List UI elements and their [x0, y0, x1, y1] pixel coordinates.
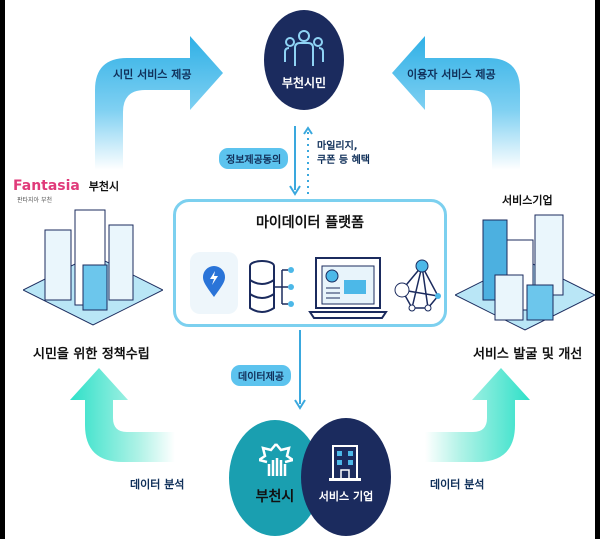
office-building-icon: [329, 445, 361, 481]
consent-pill: 정보제공동의: [219, 148, 289, 169]
service-company-circle-label: 서비스 기업: [318, 490, 374, 503]
left-city-caption: 시민을 위한 정책수립: [33, 347, 150, 362]
benefit-arrowhead: [303, 126, 313, 135]
benefit-line-2: 쿠폰 등 혜택: [317, 155, 370, 166]
bucheon-circle: 부천시: [229, 420, 321, 536]
left-city-name: 부천시: [88, 180, 120, 193]
platform-title: 마이데이터 플랫폼: [256, 215, 364, 231]
network-graph-icon: [394, 259, 441, 312]
flow-arrows: [70, 36, 530, 462]
data-provide-pill: 데이터제공: [231, 365, 291, 386]
data-provide-arrowhead: [294, 399, 306, 410]
location-bolt-app-icon: [203, 266, 225, 297]
laptop-profile-icon: [308, 257, 388, 319]
right-city-name: 서비스기업: [502, 194, 553, 207]
people-group-icon: [284, 30, 324, 66]
city-buildings-left-icon: [23, 209, 163, 326]
database-icon: [249, 260, 294, 313]
diagram-canvas: 시민 서비스 제공 이용자 서비스 제공 데이터 분석 데이터 분석 부천시민 …: [5, 0, 595, 539]
left-bottom-arrow-label: 데이터 분석: [130, 478, 185, 491]
bucheon-circle-label: 부천시: [255, 489, 295, 505]
app-tile: [190, 252, 238, 314]
right-top-arrow-label: 이용자 서비스 제공: [407, 68, 496, 81]
fantasia-logo-text: Fantasia: [13, 178, 80, 194]
right-city-caption: 서비스 발굴 및 개선: [473, 347, 583, 362]
citizen-label: 부천시민: [281, 76, 327, 90]
consent-arrowhead: [289, 185, 301, 196]
benefit-text: 마일리지, 쿠폰 등 혜택: [317, 140, 370, 168]
service-company-circle: 서비스 기업: [301, 418, 391, 536]
left-bottom-arrow: [70, 368, 175, 462]
fantasia-sub: 판타지아 부천: [17, 197, 53, 204]
right-bottom-arrow: [425, 368, 530, 462]
right-top-arrow: [392, 36, 520, 170]
left-top-arrow-label: 시민 서비스 제공: [113, 68, 192, 81]
right-bottom-arrow-label: 데이터 분석: [430, 478, 485, 491]
benefit-line-1: 마일리지,: [317, 141, 358, 152]
mydata-platform-box: 마이데이터 플랫폼: [173, 199, 447, 327]
citizen-node: 부천시민: [264, 10, 344, 110]
city-buildings-right-icon: [455, 214, 595, 331]
fantasia-logo: Fantasia 부천시: [13, 178, 119, 194]
bucheon-emblem-icon: [259, 443, 293, 476]
left-top-arrow: [95, 36, 223, 170]
